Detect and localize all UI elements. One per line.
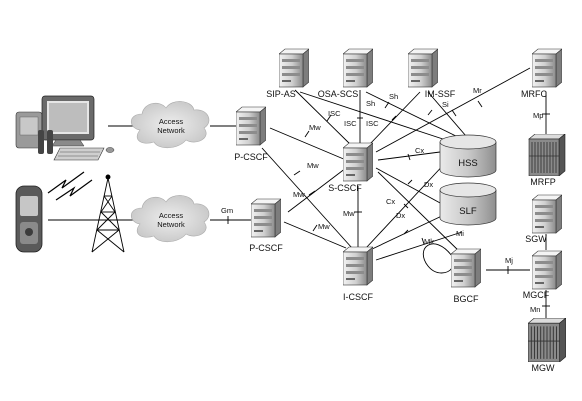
i-cscf-label: I-CSCF [343,292,373,302]
connections [48,67,550,322]
iface-si: Si [442,100,449,109]
p-cscf-top-label: P-CSCF [234,152,268,162]
mrfp-rack: MRFP [528,134,566,187]
sgw-label: SGW [525,234,547,244]
mgw-label: MGW [532,363,555,373]
iface-isc: ISC [366,119,379,128]
mgw-rack: MGW [528,318,566,373]
iface-sh: Sh [366,99,375,108]
im-ssf-server: IM-SSF [408,48,456,99]
osa-scs-label: OSA-SCS [318,89,359,99]
hss-database: HSS [439,134,497,178]
iface-mr: Mr [473,86,482,95]
iface-mw: Mw [318,222,330,231]
iface-cx: Cx [415,146,424,155]
p-cscf-top-server: P-CSCF [234,106,268,162]
iface-mp: Mp [533,111,543,120]
sip-as-label: SIP-AS [266,89,296,99]
cloud-label-line1: Access [159,211,183,220]
iface-mw: Mw [307,161,319,170]
iface-isc: ISC [344,119,357,128]
cloud-label-line2: Network [157,220,185,229]
sgw-server: SGW [525,194,562,244]
slf-label: SLF [459,206,477,217]
desktop-terminal [15,95,115,161]
mrfc-server: MRFC [521,48,562,99]
iface-mw: Mw [343,209,355,218]
bgcf-server: BGCF [451,248,481,304]
slf-database: SLF [439,182,497,226]
s-cscf-label: S-CSCF [328,183,362,193]
iface-gm: Gm [221,206,233,215]
iface-mw: Mw [309,123,321,132]
iface-mw: Mw [293,190,305,199]
mrfc-label: MRFC [521,89,547,99]
iface-sh: Sh [389,92,398,101]
access-network-cloud-bottom: Access Network [130,195,210,243]
iface-dx: Dx [424,180,433,189]
iface-mk: Mk [424,237,434,246]
iface-mj: Mj [505,256,513,265]
i-cscf-server: I-CSCF [343,246,373,302]
im-ssf-label: IM-SSF [425,89,456,99]
cloud-label-line2: Network [157,126,185,135]
bgcf-label: BGCF [453,294,479,304]
sip-as-server: SIP-AS [266,48,309,99]
mgcf-server: MGCF [523,250,562,300]
iface-mi: Mi [456,229,464,238]
p-cscf-bottom-server: P-CSCF [249,198,283,253]
cloud-label-line1: Access [159,117,183,126]
mobile-phone [15,185,43,253]
radio-waves-icon [47,171,93,201]
osa-scs-server: OSA-SCS [318,48,373,99]
antenna-tower-icon [91,174,125,253]
s-cscf-server: S-CSCF [328,142,373,193]
iface-dx: Dx [396,211,405,220]
mgcf-label: MGCF [523,290,550,300]
iface-isc: ISC [328,109,341,118]
access-network-cloud-top: Access Network [130,101,210,149]
iface-mn: Mn [530,305,540,314]
p-cscf-bottom-label: P-CSCF [249,243,283,253]
hss-label: HSS [458,158,478,169]
iface-cx: Cx [386,197,395,206]
mrfp-label: MRFP [530,177,556,187]
interface-labels: Gm Mw Mw Mw Mw Mw ISC ISC ISC Sh Sh Si M… [221,86,543,314]
